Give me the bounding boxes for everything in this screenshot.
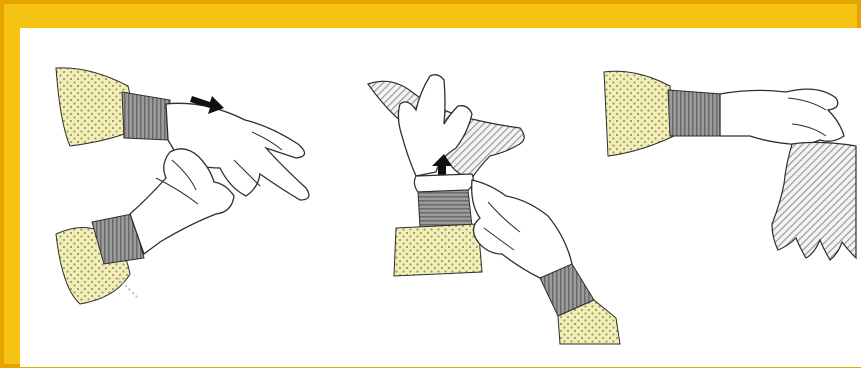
illustration-panel (20, 28, 861, 367)
second-hand (472, 180, 572, 278)
knit-cuff-upper (122, 92, 170, 140)
sleeve-left (394, 224, 482, 276)
figure-step-1 (56, 68, 309, 304)
figure-step-3 (604, 71, 856, 260)
knit-cuff-step-3 (668, 90, 722, 136)
knit-cuff-left (418, 190, 472, 228)
removed-glove (772, 142, 856, 260)
sleeve-step-3 (604, 71, 674, 156)
figure-step-2 (368, 75, 620, 344)
rolled-glove-edge (414, 174, 473, 192)
bare-hand (720, 89, 844, 144)
